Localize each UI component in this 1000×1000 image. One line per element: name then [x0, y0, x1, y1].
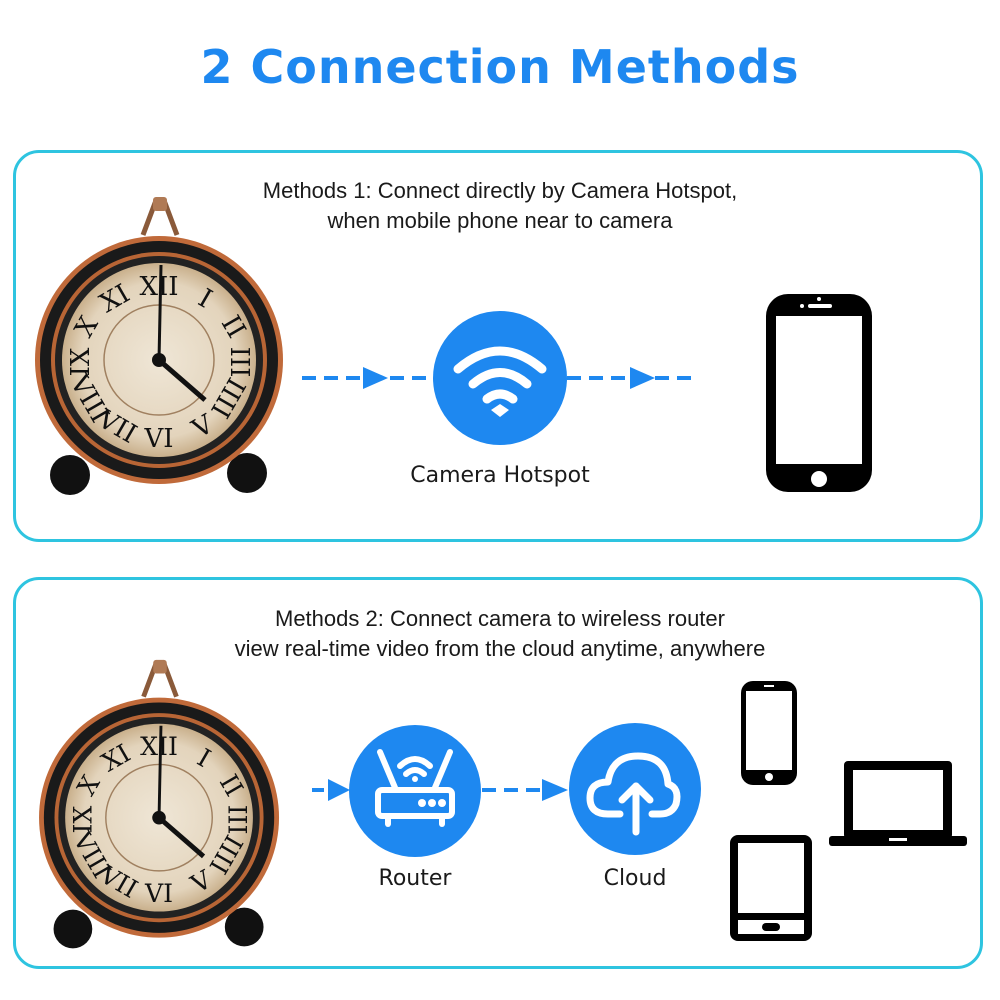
method1-caption-line1: Methods 1: Connect directly by Camera Ho…	[262, 178, 738, 203]
svg-text:III: III	[224, 347, 254, 378]
dashed-arrow-icon	[482, 779, 568, 801]
svg-text:III: III	[223, 805, 252, 835]
method1-caption-line2: when mobile phone near to camera	[327, 208, 673, 233]
method2-caption-line2: view real-time video from the cloud anyt…	[234, 636, 766, 661]
dashed-arrow-icon	[302, 367, 435, 389]
cloud-label: Cloud	[603, 866, 667, 891]
svg-text:IX: IX	[68, 806, 97, 834]
dashed-arrow-icon	[312, 779, 350, 801]
tablet-icon	[730, 835, 812, 941]
smartphone-icon	[741, 681, 797, 785]
camera-hotspot-label: Camera Hotspot	[410, 463, 590, 488]
laptop-icon	[829, 761, 967, 846]
svg-text:VI: VI	[144, 879, 173, 908]
smartphone-icon	[766, 294, 872, 492]
page-title: 2 Connection Methods	[200, 40, 800, 94]
router-label: Router	[378, 866, 452, 891]
svg-text:VI: VI	[143, 424, 173, 454]
svg-text:IX: IX	[66, 347, 96, 376]
wifi-icon	[433, 311, 567, 445]
cloud-upload-icon	[569, 723, 701, 855]
clock-camera-icon: XII I II III IIII V VI VII VIII IX X XI	[35, 197, 283, 495]
method2-caption-line1: Methods 2: Connect camera to wireless ro…	[275, 606, 725, 631]
router-icon	[349, 725, 481, 857]
dashed-arrow-icon	[567, 367, 698, 389]
clock-camera-icon: XII I II III IIII V VI VII VIII IX X XI	[39, 659, 280, 949]
